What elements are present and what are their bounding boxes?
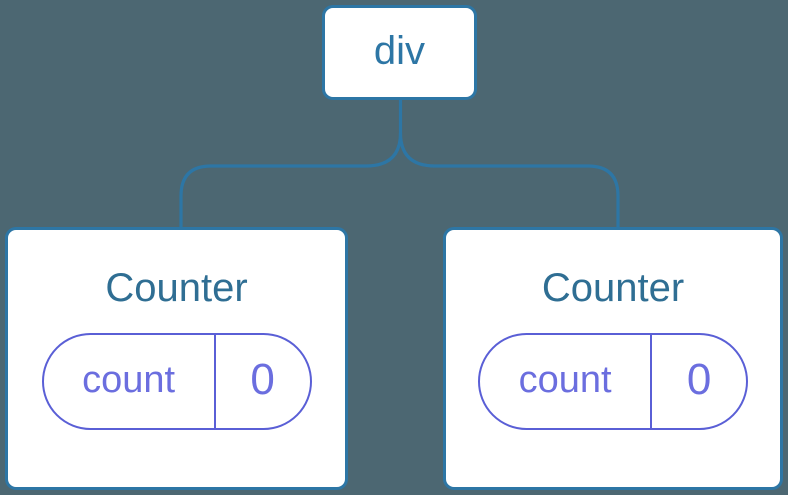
state-value: 0 xyxy=(250,354,275,404)
state-name-cell: count xyxy=(44,335,216,428)
component-title: Counter xyxy=(105,266,248,310)
connector-root-to-left-child xyxy=(179,98,403,229)
state-value: 0 xyxy=(686,354,712,404)
state-name-cell: count xyxy=(480,335,653,428)
counter-card-right: Counter count 0 xyxy=(443,227,783,490)
state-pill: count 0 xyxy=(478,333,748,430)
root-node-label: div xyxy=(373,28,426,73)
component-title: Counter xyxy=(541,266,685,310)
state-value-cell: 0 xyxy=(216,335,310,428)
state-value-cell: 0 xyxy=(652,335,746,428)
state-name: count xyxy=(82,358,176,401)
state-pill: count 0 xyxy=(41,333,312,430)
state-name: count xyxy=(518,358,612,401)
connector-root-to-right-child xyxy=(398,132,620,229)
counter-card-left: Counter count 0 xyxy=(5,227,348,490)
root-node-div: div xyxy=(322,5,477,100)
